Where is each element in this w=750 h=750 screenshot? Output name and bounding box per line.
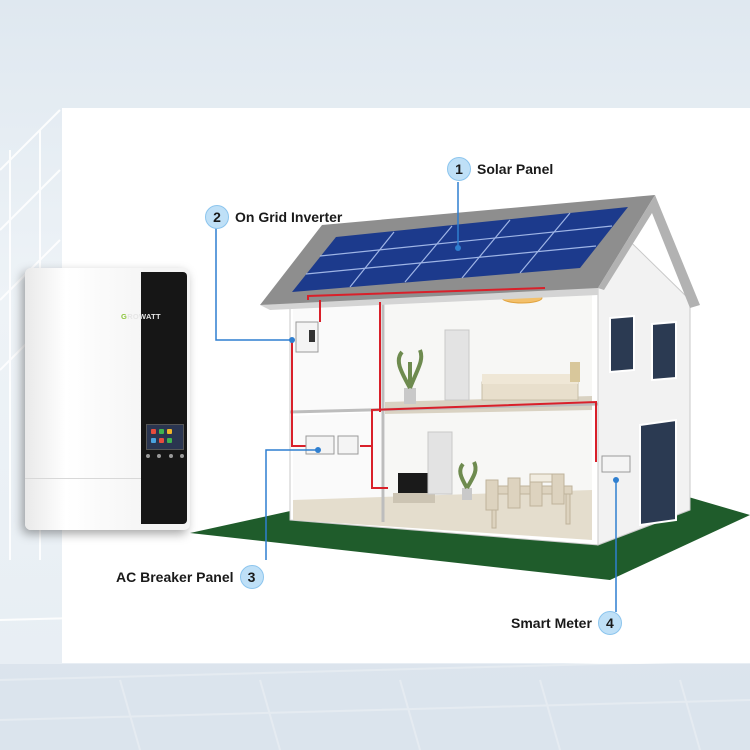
sofa (481, 381, 579, 401)
inverter-seam (25, 478, 143, 479)
leader-dot-3 (315, 447, 321, 453)
leader-dot-2 (289, 337, 295, 343)
dining-set (485, 473, 573, 529)
label-number-badge: 4 (597, 611, 622, 635)
label-smart-meter: Smart Meter 4 (511, 611, 622, 635)
label-text: AC Breaker Panel (116, 569, 234, 585)
door-upper (444, 329, 470, 401)
leader-lines (215, 182, 617, 612)
tv (398, 473, 428, 493)
inverter-body (25, 268, 143, 530)
label-solar-panel: 1 Solar Panel (447, 157, 553, 181)
plant-lower (458, 461, 478, 500)
left-upper-room (293, 300, 382, 412)
inverter-front-panel (141, 272, 187, 524)
inverter-display (146, 424, 184, 450)
label-number-badge: 1 (447, 157, 471, 181)
inverter-brand-logo: GROWATT (121, 312, 161, 321)
roof-edge (598, 195, 700, 308)
sofa-back (482, 374, 578, 384)
side-windows (609, 314, 677, 527)
growatt-inverter (25, 268, 190, 530)
label-text: On Grid Inverter (235, 209, 343, 225)
wiring (291, 287, 597, 489)
breaker-panel-device-2 (337, 435, 359, 455)
inverter-device (295, 321, 319, 353)
label-number-badge: 2 (205, 205, 229, 229)
label-ac-breaker-panel: AC Breaker Panel 3 (116, 565, 264, 589)
door-lower (427, 431, 453, 495)
label-on-grid-inverter: 2 On Grid Inverter (205, 205, 342, 229)
label-text: Solar Panel (477, 161, 554, 177)
tv-stand (393, 493, 435, 503)
label-text: Smart Meter (511, 615, 592, 631)
smart-meter-device (601, 455, 631, 473)
lamp (570, 362, 580, 382)
leader-dot-4 (613, 477, 619, 483)
leader-dot-1 (455, 245, 461, 251)
inverter-keypad (146, 454, 184, 458)
plant-upper (396, 349, 424, 404)
label-number-badge: 3 (239, 565, 264, 589)
